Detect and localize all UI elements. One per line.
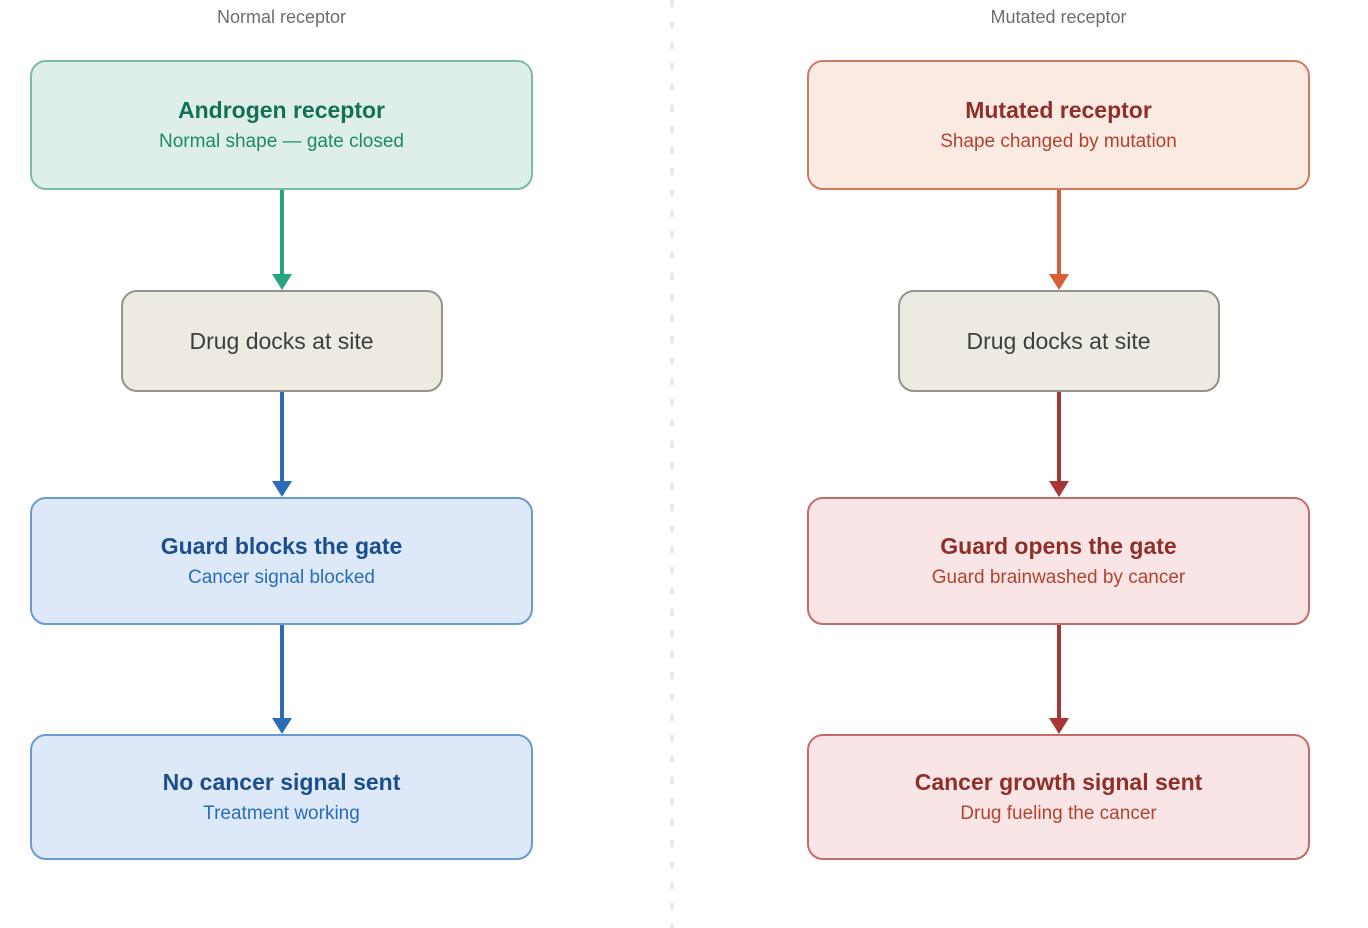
arrow-shaft — [1056, 392, 1061, 481]
arrow-down-icon — [271, 392, 292, 497]
box-subtitle: Normal shape — gate closed — [158, 131, 404, 152]
arrow-head — [1048, 274, 1069, 290]
box-title: No cancer signal sent — [162, 769, 401, 795]
box-title: Androgen receptor — [177, 97, 386, 123]
arrow-shaft — [279, 625, 284, 718]
arrow-shaft — [1056, 625, 1061, 718]
box-mutated-receptor: Mutated receptor Shape changed by mutati… — [807, 60, 1310, 190]
box-subtitle: Drug fueling the cancer — [960, 803, 1157, 824]
arrow-head — [1048, 481, 1069, 497]
arrow-down-icon — [1048, 392, 1069, 497]
column-normal-receptor: Normal receptor Androgen receptor Normal… — [30, 0, 533, 860]
box-subtitle: Cancer signal blocked — [188, 567, 375, 588]
box-drug-docks-mutated: Drug docks at site — [897, 290, 1220, 392]
box-cancer-growth-signal: Cancer growth signal sent Drug fueling t… — [807, 734, 1310, 860]
box-title: Mutated receptor — [965, 97, 1152, 123]
arrow-head — [1048, 718, 1069, 734]
arrow-down-icon — [1048, 190, 1069, 290]
arrow-head — [271, 718, 292, 734]
box-subtitle: Guard brainwashed by cancer — [931, 567, 1186, 588]
column-mutated-receptor: Mutated receptor Mutated receptor Shape … — [807, 0, 1310, 860]
box-androgen-receptor: Androgen receptor Normal shape — gate cl… — [30, 60, 533, 190]
box-title: Drug docks at site — [189, 327, 374, 354]
box-subtitle: Shape changed by mutation — [940, 131, 1177, 152]
arrow-shaft — [279, 190, 284, 274]
box-guard-opens-gate: Guard opens the gate Guard brainwashed b… — [807, 497, 1310, 625]
arrow-down-icon — [1048, 625, 1069, 734]
box-title: Guard opens the gate — [940, 533, 1177, 559]
arrow-head — [271, 274, 292, 290]
box-title: Drug docks at site — [966, 327, 1151, 354]
box-no-cancer-signal: No cancer signal sent Treatment working — [30, 734, 533, 860]
box-drug-docks-normal: Drug docks at site — [120, 290, 443, 392]
arrow-shaft — [279, 392, 284, 481]
arrow-head — [271, 481, 292, 497]
box-title: Cancer growth signal sent — [914, 769, 1203, 795]
box-title: Guard blocks the gate — [160, 533, 403, 559]
box-subtitle: Treatment working — [203, 803, 360, 824]
arrow-shaft — [1056, 190, 1061, 274]
arrow-down-icon — [271, 625, 292, 734]
arrow-down-icon — [271, 190, 292, 290]
column-header-mutated: Mutated receptor — [990, 7, 1127, 27]
column-divider — [670, 0, 674, 928]
box-guard-blocks-gate: Guard blocks the gate Cancer signal bloc… — [30, 497, 533, 625]
column-header-normal: Normal receptor — [216, 7, 347, 27]
